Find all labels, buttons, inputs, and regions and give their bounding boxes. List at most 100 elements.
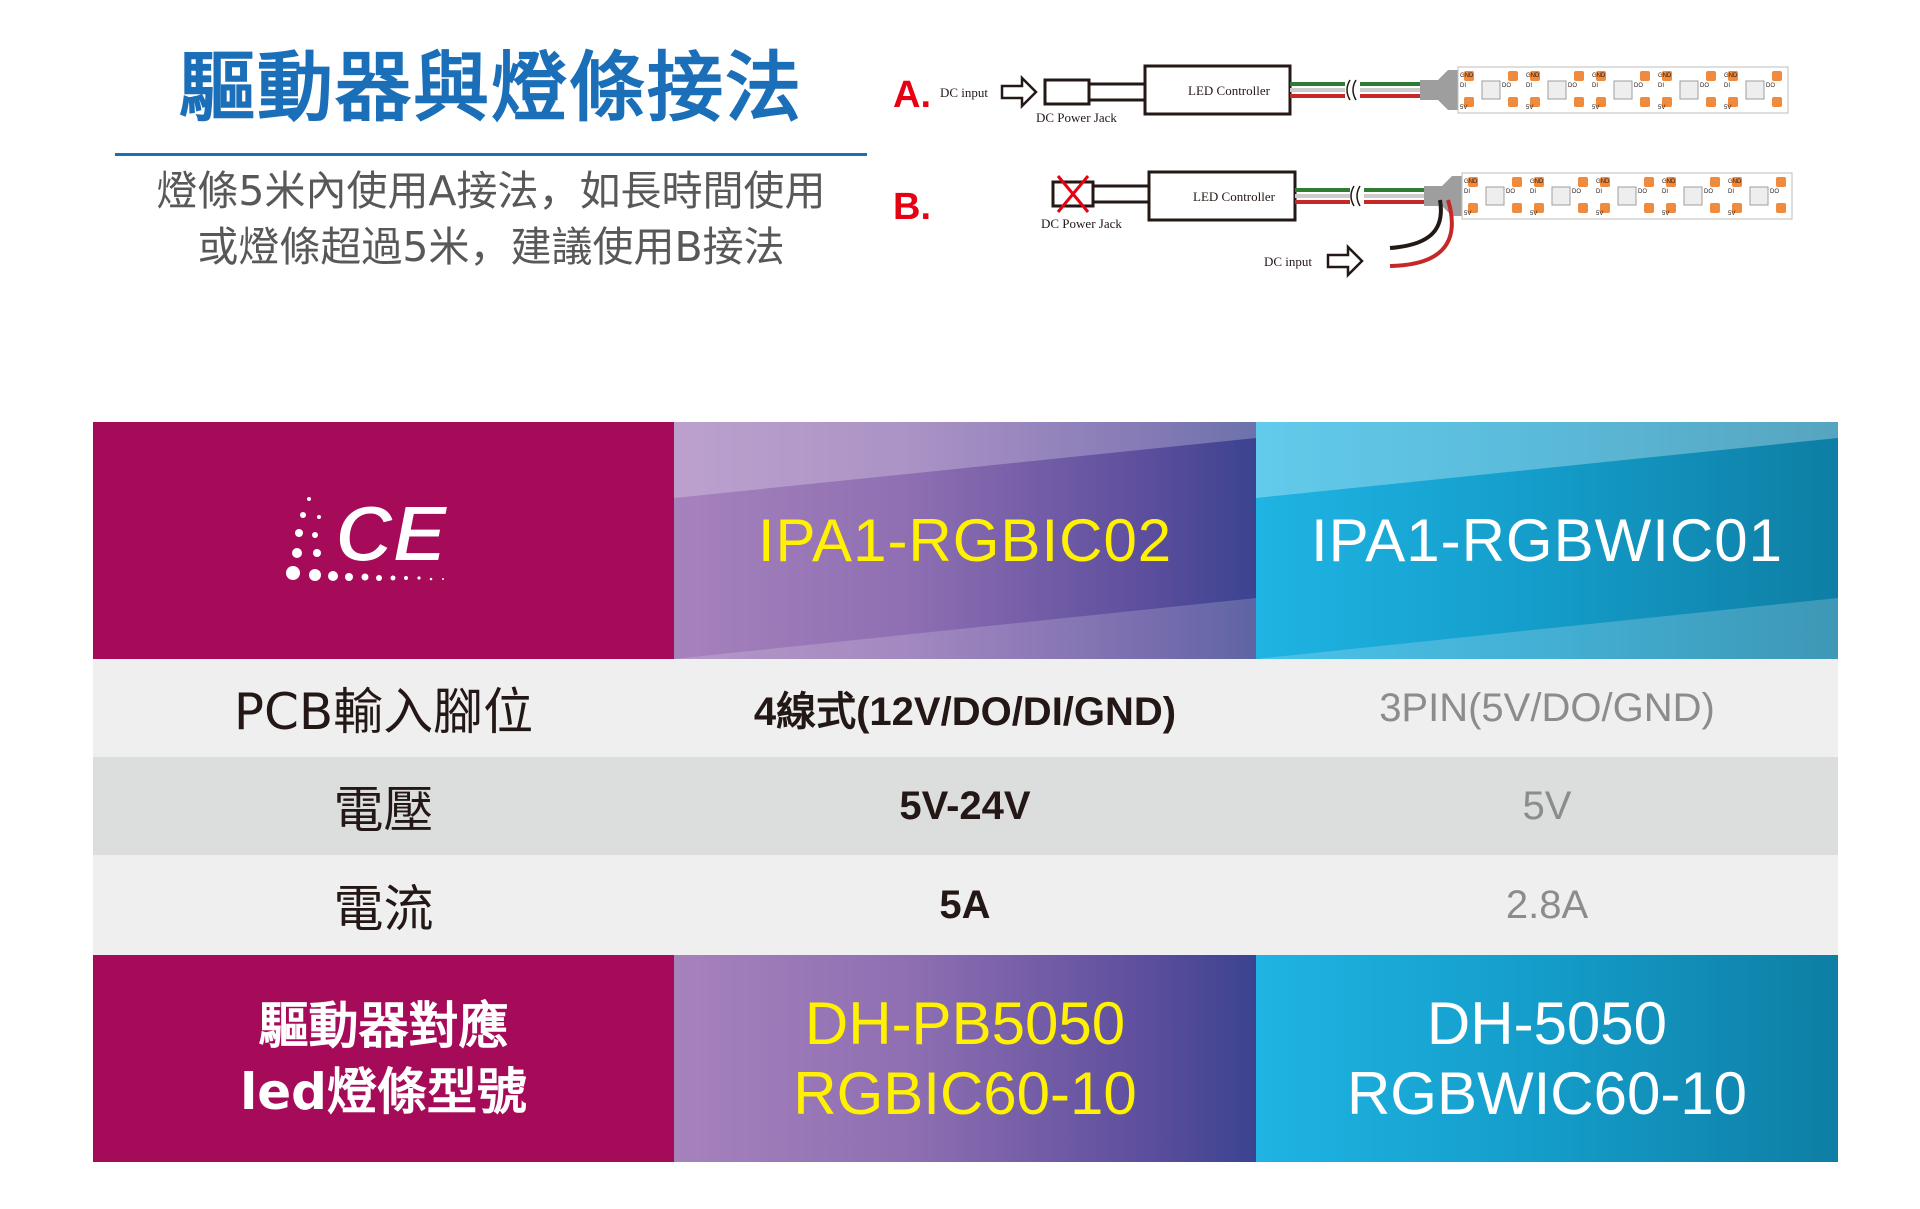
strip-pin-label: 5V [1724,105,1731,111]
solder-pad [1640,71,1650,81]
solder-pad [1666,177,1676,187]
strip-pin-label: DI [1596,189,1602,195]
strip-pin-label: DI [1662,189,1668,195]
solder-pad [1644,177,1654,187]
row-label-voltage: 電壓 [93,757,674,855]
strip-pin-label: DI [1526,83,1532,89]
row-label-pcb-pins: PCB輸入腳位 [93,659,674,757]
dc-power-jack-label-b: DC Power Jack [1041,216,1122,231]
led-chip [1547,80,1567,100]
solder-pad [1468,177,1478,187]
solder-pad [1600,203,1610,213]
solder-pad [1596,71,1606,81]
cross-icon [1056,175,1090,213]
cell-value: 3PIN(5V/DO/GND) [1379,685,1715,730]
strip-pin-label: 5V [1592,105,1599,111]
solder-pad [1596,97,1606,107]
solder-pad [1574,71,1584,81]
dc-input-label-a: DC input [940,85,988,100]
power-wire-red [1389,199,1454,268]
table-cell: 5A [674,855,1256,955]
solder-pad [1530,97,1540,107]
led-chip [1679,80,1699,100]
strip-pin-label: DI [1460,83,1466,89]
cell-value: 5V [1522,783,1572,828]
ce-logo-icon: CE [285,488,449,581]
solder-pad [1578,203,1588,213]
wiring-diagram: DC input DC Power Jack LED Controller GN… [940,64,1793,279]
solder-pad [1706,71,1716,81]
dc-power-jack-label-a: DC Power Jack [1036,110,1117,125]
spec-table: CE IPA1-RGBIC02 IPA1-RGBWIC01 PCB輸入腳位 4線… [93,422,1838,1162]
row-label-text: 電壓 [333,781,434,839]
strip-pin-label: DO [1770,189,1779,195]
strip-pin-label: 5V [1658,105,1665,111]
strip-pin-label: DO [1704,189,1713,195]
strip-pin-label: DO [1506,189,1515,195]
dc-jack-plug-a [1043,78,1091,106]
solder-pad [1710,203,1720,213]
strip-pin-label: GND [1464,179,1478,185]
strip-pin-label: DO [1568,83,1577,89]
strip-pin-label: DI [1530,189,1536,195]
solder-pad [1468,203,1478,213]
solder-pad [1640,97,1650,107]
wires-a [1290,79,1420,101]
footer-model-1-line-2: RGBIC60-10 [793,1059,1137,1127]
table-cell: 4線式(12V/DO/DI/GND) [674,659,1256,757]
solder-pad [1464,97,1474,107]
led-controller-label-b: LED Controller [1193,189,1276,204]
solder-pad [1666,203,1676,213]
solder-pad [1464,71,1474,81]
diagram-label-b: B. [893,186,931,228]
solder-pad [1574,97,1584,107]
strip-pin-label: GND [1728,179,1742,185]
table-cell: 2.8A [1256,855,1838,955]
page-subtitle: 燈條5米內使用A接法，如長時間使用 或燈條超過5米，建議使用B接法 [118,163,864,275]
strip-pin-label: 5V [1464,211,1471,217]
solder-pad [1662,71,1672,81]
solder-pad [1732,177,1742,187]
led-chip [1683,186,1703,206]
cell-value: 2.8A [1505,882,1589,927]
led-controller-label-a: LED Controller [1188,83,1271,98]
strip-connector-b [1424,176,1462,216]
footer-label-line-2: led燈條型號 [240,1062,527,1121]
dc-input-label-b: DC input [1264,254,1312,269]
footer-model-1-line-1: DH-PB5050 [804,989,1126,1057]
solder-pad [1508,97,1518,107]
solder-pad [1512,177,1522,187]
strip-pin-label: DO [1572,189,1581,195]
solder-pad [1600,177,1610,187]
solder-pad [1578,177,1588,187]
solder-pad [1772,97,1782,107]
header-shading [1256,422,1838,659]
led-controller-box-a [1143,64,1292,116]
footer-label-line-1: 驅動器對應 [258,996,509,1055]
footer-model-2-cell: DH-5050 RGBWIC60-10 [1256,955,1838,1162]
strip-pin-label: 5V [1728,211,1735,217]
wires-b [1295,185,1424,207]
strip-pin-label: GND [1662,179,1676,185]
solder-pad [1710,177,1720,187]
strip-pin-label: DO [1502,83,1511,89]
strip-pin-label: 5V [1530,211,1537,217]
subtitle-line-1: 燈條5米內使用A接法，如長時間使用 [156,167,826,215]
strip-pin-label: DO [1634,83,1643,89]
solder-pad [1644,203,1654,213]
solder-pad [1662,97,1672,107]
solder-pad [1728,71,1738,81]
strip-pin-label: DO [1638,189,1647,195]
row-label-current: 電流 [93,855,674,955]
footer-model-2-line-1: DH-5050 [1426,989,1668,1057]
strip-pin-label: DI [1464,189,1470,195]
solder-pad [1512,203,1522,213]
arrow-icon [1000,74,1038,110]
subtitle-line-2: 或燈條超過5米，建議使用B接法 [197,223,785,271]
solder-pad [1534,177,1544,187]
strip-pin-label: DI [1728,189,1734,195]
row-label-text: 電流 [333,880,434,938]
row-label-text: PCB輸入腳位 [233,683,534,741]
